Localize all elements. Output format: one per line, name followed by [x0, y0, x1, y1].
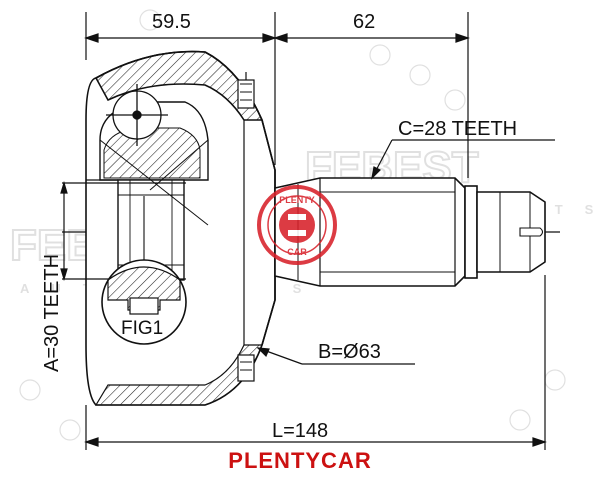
spline-a-leader	[60, 180, 186, 282]
dim-length: L=148	[272, 420, 328, 442]
stamp-bottom-text: CAR	[287, 247, 307, 257]
diameter-b-label: B=Ø63	[318, 341, 381, 363]
output-shaft	[274, 177, 546, 287]
plentycar-stamp: PLENTY CAR	[257, 185, 337, 265]
ball-bearing	[106, 84, 168, 146]
spline-c-label: C=28 TEETH	[398, 118, 517, 140]
diameter-b-leader	[256, 347, 415, 365]
brand-label: PLENTYCAR	[228, 448, 371, 473]
fig1-label: FIG1	[121, 318, 163, 339]
fig1-detail: FIG1	[101, 196, 187, 345]
stamp-top-text: PLENTY	[279, 195, 315, 205]
dim-left-width: 59.5	[152, 11, 191, 33]
dim-right-width: 62	[353, 11, 375, 33]
dimension-bottom	[84, 275, 547, 450]
dimension-top	[84, 12, 470, 178]
spline-c-leader	[371, 139, 555, 180]
spline-a-label: A=30 TEETH	[41, 254, 63, 372]
